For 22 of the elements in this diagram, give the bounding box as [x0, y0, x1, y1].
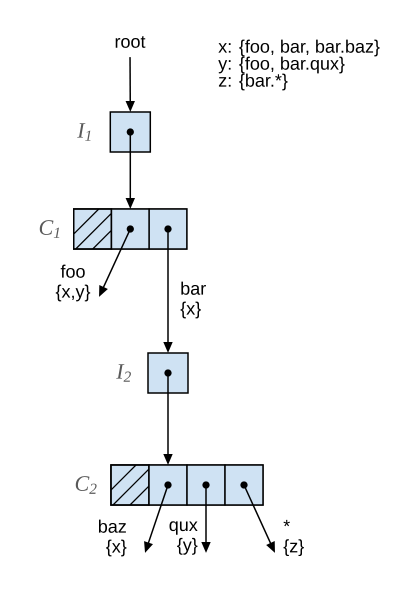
node-caption: I$_{1}$: [77, 123, 91, 141]
pointer-cell: [110, 208, 150, 250]
edge-label: baz {x}: [92, 518, 128, 558]
pointer-cell: [186, 464, 226, 506]
pointer-cell: [224, 464, 264, 506]
edge-label: qux {y}: [162, 520, 199, 556]
note-text: x: {foo, bar, bar.baz}: [218, 40, 380, 56]
note-text: z: {bar.*}: [218, 74, 288, 90]
edge-label: * {z}: [282, 518, 310, 558]
edge-label: bar {x}: [179, 280, 214, 320]
node-caption: I$_{2}$: [116, 364, 131, 382]
pointer-box: [147, 352, 189, 394]
hatched-cell: [110, 464, 150, 506]
node-caption: C$_{1}$: [40, 220, 60, 238]
hatched-cell: [73, 208, 112, 250]
pointer-cell: [148, 208, 188, 250]
note-text: y: {foo, bar.qux}: [218, 56, 345, 74]
node-caption: C$_{2}$: [76, 476, 97, 494]
pointer-box: [110, 111, 152, 153]
node-label: root: [116, 36, 146, 48]
edge-label: foo {x,y}: [52, 264, 94, 302]
pointer-cell: [148, 464, 188, 506]
